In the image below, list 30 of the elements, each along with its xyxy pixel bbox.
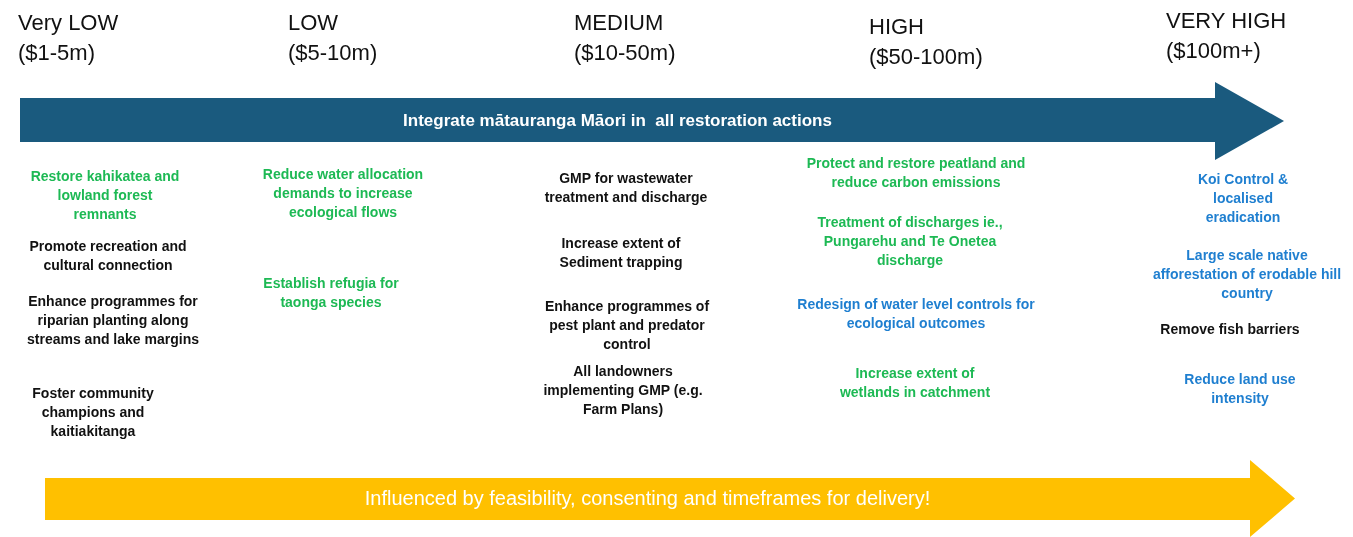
action-text: Promote recreation and cultural connection: [28, 237, 188, 275]
action-text: Reduce land use intensity: [1183, 370, 1297, 408]
action-text: All landowners implementing GMP (e.g. Farm Plans): [543, 362, 703, 419]
action-text: Remove fish barriers: [1159, 320, 1301, 339]
action-text: Koi Control & localised eradication: [1196, 170, 1290, 227]
action-text: Foster community champions and kaitiakitanga: [31, 384, 155, 441]
action-text: Restore kahikatea and lowland forest remnants: [30, 167, 180, 224]
cost-tier-heading: ($10-50m): [574, 40, 676, 66]
cost-tier-heading: MEDIUM: [574, 10, 664, 36]
cost-tier-heading: ($1-5m): [18, 40, 95, 66]
action-text: Enhance programmes for riparian planting along streams and lake margins: [26, 292, 200, 349]
action-text: Enhance programmes of pest plant and predator control: [543, 297, 711, 354]
cost-tier-heading: VERY HIGH: [1166, 8, 1287, 34]
cost-tier-heading: ($50-100m): [869, 44, 983, 70]
action-text: Reduce water allocation demands to increase ecological flows: [261, 165, 425, 222]
action-text: Establish refugia for taonga species: [262, 274, 400, 312]
banner-text: Integrate mātauranga Māori in all restoration actions: [403, 111, 832, 131]
action-text: Treatment of discharges ie., Pungarehu and Te Onetea discharge: [816, 213, 1004, 270]
cost-tier-heading: LOW: [288, 10, 339, 36]
action-text: Increase extent of Sediment trapping: [558, 234, 684, 272]
cost-tier-heading: Very LOW: [18, 10, 119, 36]
action-text: Protect and restore peatland and reduce carbon emissions: [805, 154, 1027, 192]
action-text: Increase extent of wetlands in catchment: [838, 364, 992, 402]
cost-tier-heading: ($5-10m): [288, 40, 378, 66]
action-text: GMP for wastewater treatment and discharge: [543, 169, 709, 207]
cost-tier-heading: HIGH: [869, 14, 924, 40]
action-text: Redesign of water level controls for ecological outcomes: [796, 295, 1036, 333]
banner-text: Influenced by feasibility, consenting and timeframes for delivery!: [364, 487, 931, 510]
cost-tier-heading: ($100m+): [1166, 38, 1261, 64]
action-text: Large scale native afforestation of erodable hill country: [1151, 246, 1343, 303]
